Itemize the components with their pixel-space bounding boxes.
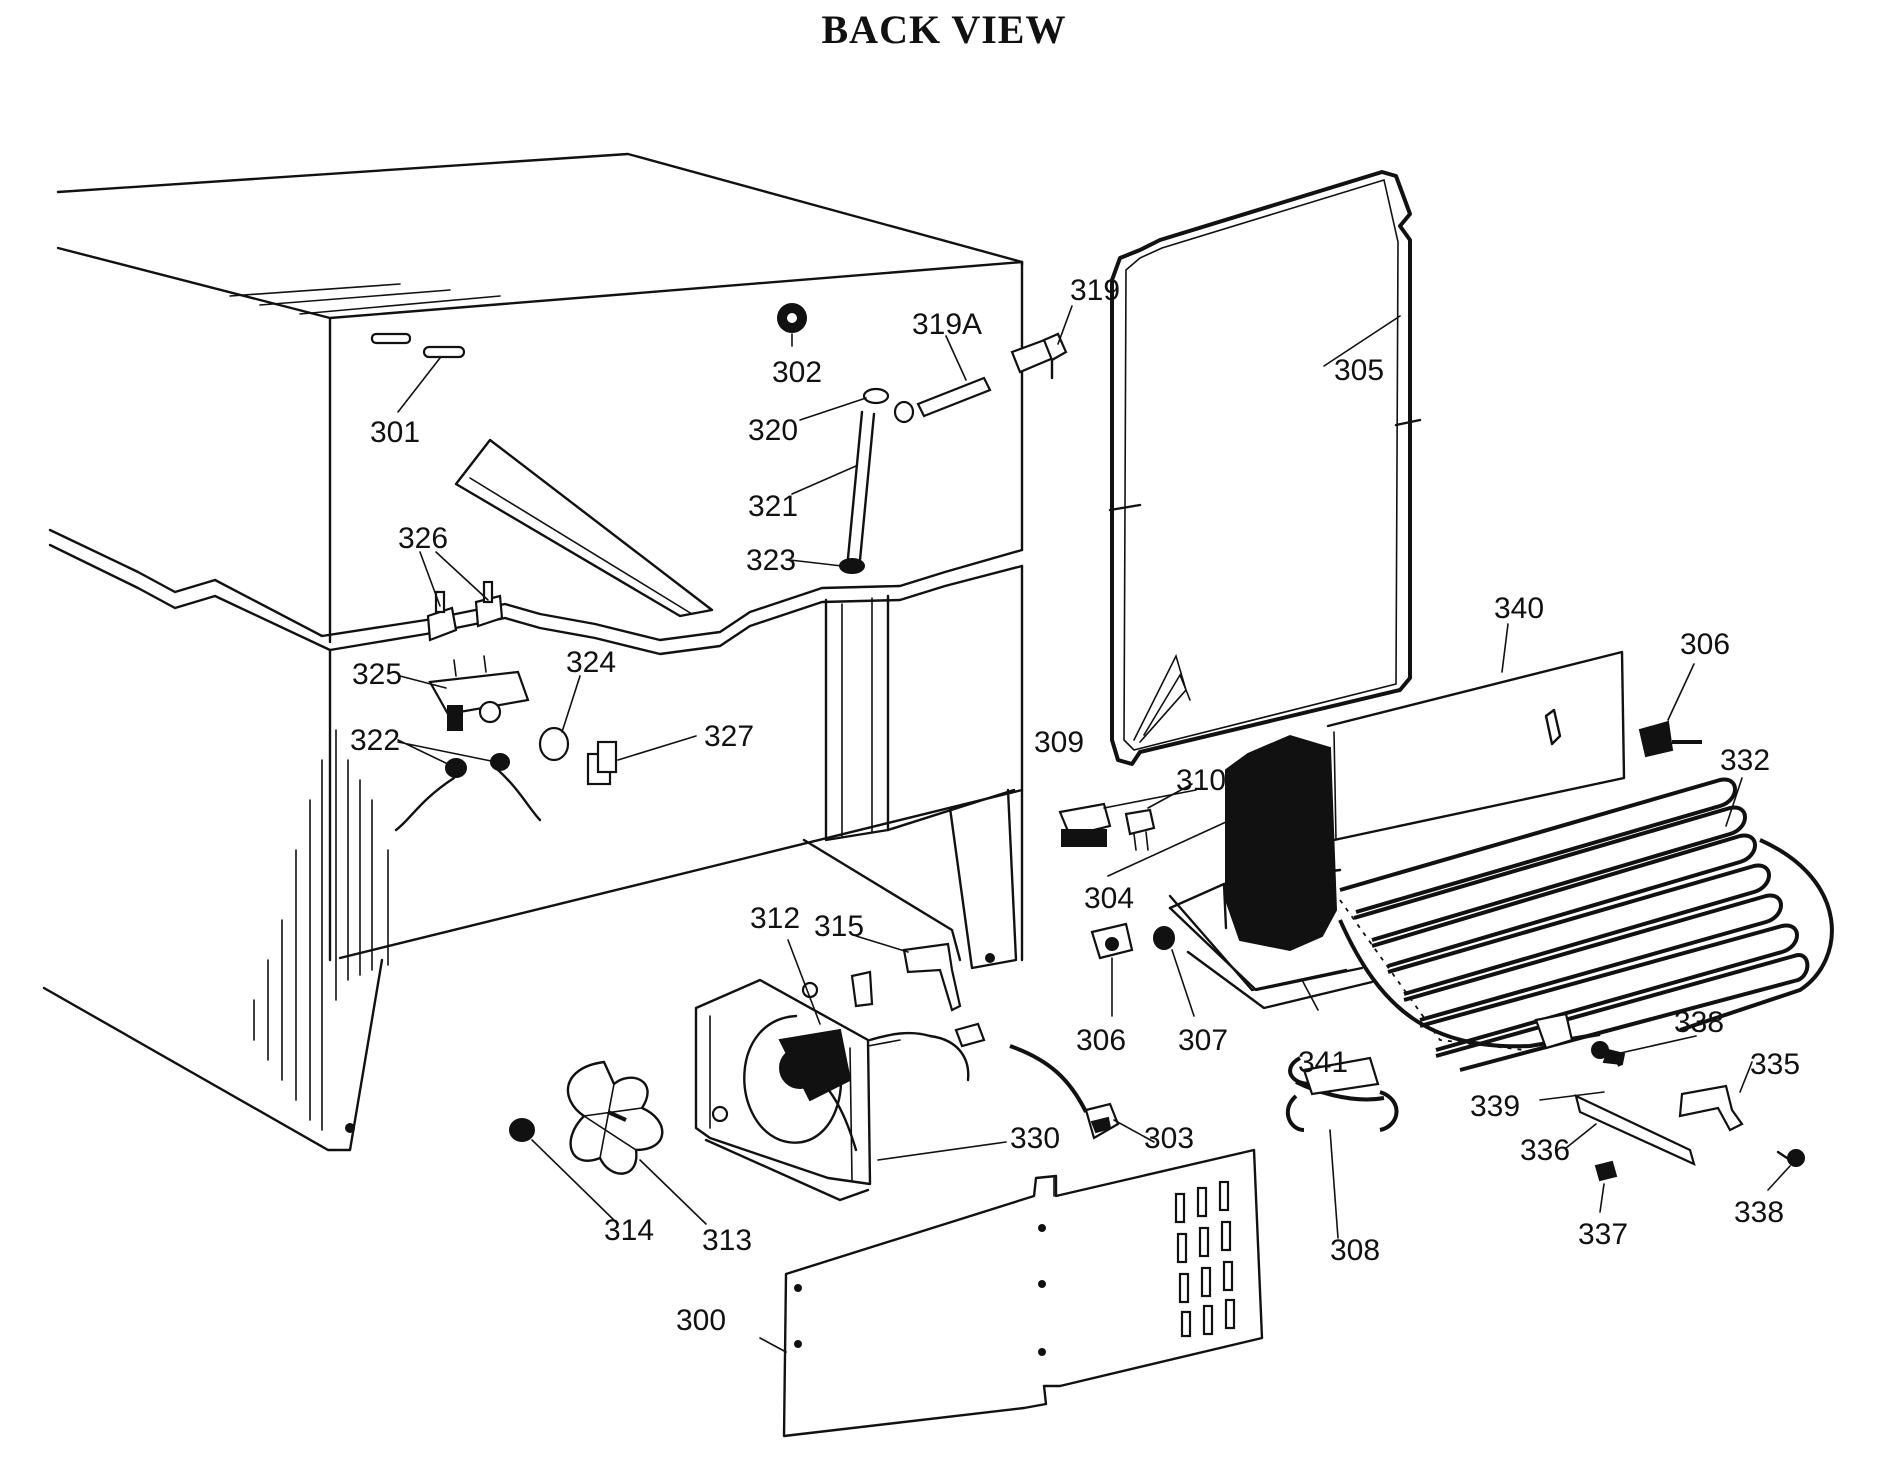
callout-309: 309 — [1034, 726, 1084, 759]
relay-309-310 — [1058, 802, 1156, 851]
callout-339: 339 — [1470, 1090, 1520, 1123]
callout-313: 313 — [702, 1224, 752, 1257]
fittings-322 — [394, 753, 542, 832]
callout-338-lower: 338 — [1734, 1196, 1784, 1229]
callout-300: 300 — [676, 1304, 726, 1337]
callout-314: 314 — [604, 1214, 654, 1247]
callout-labels: 300 301 302 303 304 305 306 306 307 308 … — [350, 274, 1800, 1337]
access-panel-300 — [782, 1148, 1264, 1438]
callout-310: 310 — [1176, 764, 1226, 797]
callout-325: 325 — [352, 658, 402, 691]
clip-308 — [1285, 1056, 1399, 1132]
nut-314 — [509, 1118, 535, 1142]
callout-308: 308 — [1330, 1234, 1380, 1267]
callout-335: 335 — [1750, 1048, 1800, 1081]
callout-327: 327 — [704, 720, 754, 753]
fan-shroud-330 — [694, 970, 901, 1202]
clamp-315 — [902, 942, 962, 1012]
door-gasket — [1108, 170, 1422, 766]
page-title: BACK VIEW — [821, 7, 1067, 52]
callout-306-bottom: 306 — [1076, 1024, 1126, 1057]
leader-lines — [397, 305, 1791, 1353]
fan-blade-313 — [566, 1060, 664, 1175]
callout-326: 326 — [398, 522, 448, 555]
cord-303 — [868, 1022, 1120, 1140]
callout-336: 336 — [1520, 1134, 1570, 1167]
callout-330: 330 — [1010, 1122, 1060, 1155]
callout-319: 319 — [1070, 274, 1120, 307]
part-324-327 — [538, 726, 618, 786]
vent-slots — [1174, 1180, 1236, 1338]
callout-338-upper: 338 — [1674, 1006, 1724, 1039]
condenser-coil-332 — [1338, 777, 1834, 1072]
base-plate-341 — [1168, 894, 1348, 992]
callout-305: 305 — [1334, 354, 1384, 387]
callout-315: 315 — [814, 910, 864, 943]
callout-301: 301 — [370, 416, 420, 449]
callout-321: 321 — [748, 490, 798, 523]
callout-307: 307 — [1178, 1024, 1228, 1057]
callout-319a: 319A — [912, 308, 982, 341]
switches-326-325 — [426, 580, 530, 731]
callout-332: 332 — [1720, 744, 1770, 777]
shield-340 — [1326, 650, 1626, 842]
callout-304: 304 — [1084, 882, 1134, 915]
callout-306-right: 306 — [1680, 628, 1730, 661]
callout-337: 337 — [1578, 1218, 1628, 1251]
callout-322: 322 — [350, 724, 400, 757]
callout-324: 324 — [566, 646, 616, 679]
callout-302: 302 — [772, 356, 822, 389]
part-302 — [777, 303, 807, 333]
callout-320: 320 — [748, 414, 798, 447]
callout-323: 323 — [746, 544, 796, 577]
callout-341: 341 — [1298, 1046, 1348, 1079]
hardware-335-339 — [1574, 1041, 1805, 1182]
callout-312: 312 — [750, 902, 800, 935]
part-319-319a-320-321-323 — [839, 332, 1068, 574]
callout-303: 303 — [1144, 1122, 1194, 1155]
callout-340: 340 — [1494, 592, 1544, 625]
slot-301 — [370, 332, 412, 345]
bracket-306 — [1090, 720, 1702, 960]
refrigerator-cabinet — [42, 152, 1024, 1152]
grommet-307 — [1153, 926, 1175, 950]
